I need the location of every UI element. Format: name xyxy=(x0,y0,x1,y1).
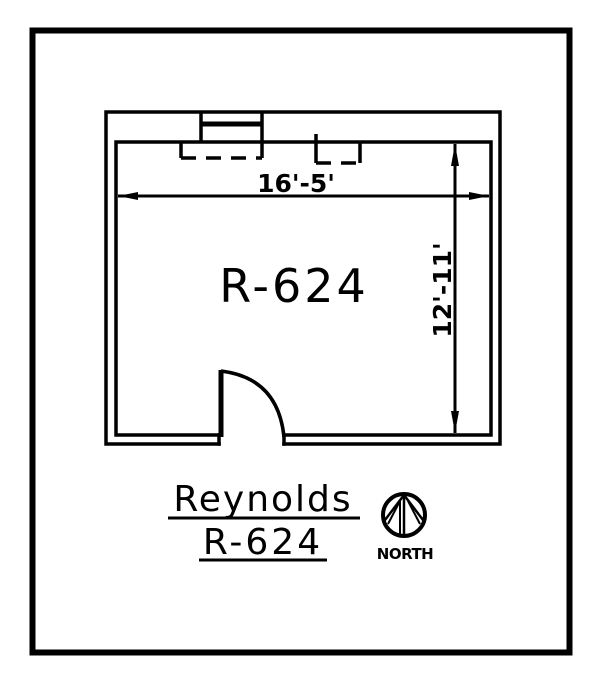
door-swing-arc xyxy=(220,369,286,438)
north-label: NORTH xyxy=(377,545,433,563)
door xyxy=(218,369,286,438)
room-label: R-624 xyxy=(219,259,369,313)
north-arrow-icon xyxy=(381,492,427,538)
inner-wall xyxy=(114,140,493,437)
window xyxy=(199,112,264,142)
closet-outline xyxy=(314,134,362,165)
width-dimension-label: 16'-5' xyxy=(257,169,335,198)
depth-dimension-label: 12'-11' xyxy=(428,242,457,337)
title-room-number: R-624 xyxy=(203,522,323,563)
cabinet-outline xyxy=(179,142,264,160)
width-dimension xyxy=(118,192,489,200)
depth-dimension xyxy=(451,144,459,433)
title-name: Reynolds xyxy=(173,479,352,520)
outer-wall xyxy=(104,110,502,446)
sheet-frame xyxy=(29,27,573,656)
